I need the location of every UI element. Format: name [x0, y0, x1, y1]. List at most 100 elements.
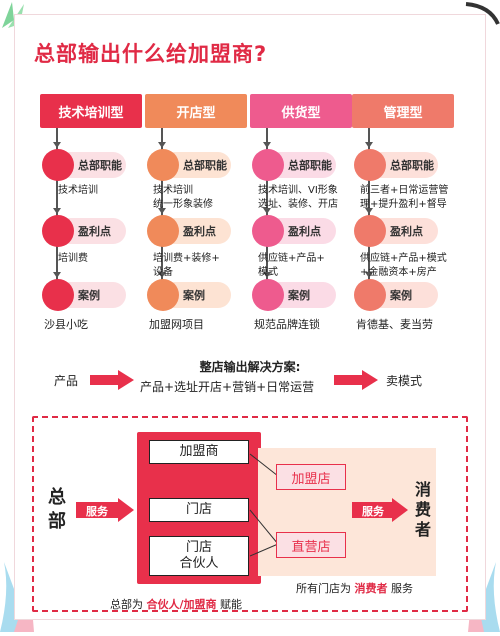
arrow-down-icon [263, 272, 271, 278]
flow-line [56, 128, 58, 300]
store-box: 门店 [149, 498, 249, 522]
service-label-right: 服务 [362, 505, 384, 518]
bullet-dot-icon [354, 149, 386, 181]
profit-line: 模式 [258, 267, 278, 278]
footer-right: 所有门店为 消费者 服务 [296, 582, 413, 595]
footer-left: 总部为 合伙人/加盟商 赋能 [110, 598, 243, 611]
profit-line: 供应链+产品+模式 [360, 253, 447, 264]
service-arrow-right [352, 498, 408, 526]
duty-line: 选址、装修、开店 [258, 199, 338, 210]
profit-text: 供应链+产品+模式 +金融资本+房产 [360, 252, 470, 280]
profit-line: +金融资本+房产 [360, 267, 437, 278]
duty-pill: 总部职能 [42, 149, 126, 181]
arrow-down-icon [365, 208, 373, 214]
profit-line: 设备 [153, 267, 173, 278]
duty-pill: 总部职能 [252, 149, 336, 181]
service-arrow-left [76, 498, 134, 526]
bullet-dot-icon [252, 279, 284, 311]
case-text: 规范品牌连锁 [254, 318, 320, 331]
summary-title: 整店输出解决方案: [199, 360, 301, 374]
arrow-down-icon [53, 142, 61, 148]
duty-line: 统一形象装修 [153, 199, 213, 210]
flow-line [266, 128, 268, 300]
pill-label: 案例 [78, 289, 100, 302]
profit-text: 培训费+装修+ 设备 [153, 252, 263, 280]
arrow-down-icon [158, 272, 166, 278]
direct-store-box: 直营店 [276, 532, 346, 558]
column-header: 供货型 [250, 94, 352, 128]
arrow-down-icon [365, 142, 373, 148]
pill-label: 总部职能 [78, 159, 122, 172]
bullet-dot-icon [252, 215, 284, 247]
pill-label: 盈利点 [288, 225, 321, 238]
bullet-dot-icon [42, 279, 74, 311]
pill-label: 盈利点 [390, 225, 423, 238]
pill-label: 案例 [183, 289, 205, 302]
bullet-dot-icon [147, 279, 179, 311]
profit-text: 供应链+产品+ 模式 [258, 252, 368, 280]
duty-line: 理+提升盈利+督导 [360, 199, 447, 210]
franchisee-box: 加盟商 [149, 440, 249, 464]
bullet-dot-icon [354, 215, 386, 247]
pill-label: 总部职能 [183, 159, 227, 172]
profit-line: 培训费 [58, 253, 88, 264]
profit-pill: 盈利点 [354, 215, 438, 247]
column-header: 技术培训型 [40, 94, 142, 128]
profit-pill: 盈利点 [147, 215, 231, 247]
flow-line [161, 128, 163, 300]
profit-text: 培训费 [48, 252, 158, 266]
duty-line: 技术培训 [153, 185, 193, 196]
case-pill: 案例 [42, 279, 126, 311]
duty-line: 技术培训、VI形象 [258, 185, 338, 196]
case-pill: 案例 [354, 279, 438, 311]
business-model-box [32, 416, 468, 612]
duty-pill: 总部职能 [354, 149, 438, 181]
column-header: 管理型 [352, 94, 454, 128]
arrow-down-icon [263, 142, 271, 148]
store-partner-box: 门店 合伙人 [149, 536, 249, 576]
arrow-down-icon [158, 142, 166, 148]
pill-label: 总部职能 [390, 159, 434, 172]
page-title: 总部输出什么给加盟商? [34, 42, 268, 66]
duty-pill: 总部职能 [147, 149, 231, 181]
case-pill: 案例 [147, 279, 231, 311]
arrow-down-icon [53, 272, 61, 278]
arrow-down-icon [53, 208, 61, 214]
case-text: 加盟网项目 [149, 318, 204, 331]
summary-left: 产品 [54, 374, 79, 388]
arrow-right-icon [90, 370, 134, 394]
pill-label: 盈利点 [183, 225, 216, 238]
bullet-dot-icon [147, 149, 179, 181]
bullet-dot-icon [42, 215, 74, 247]
arrow-right-icon [334, 370, 378, 394]
bullet-dot-icon [42, 149, 74, 181]
summary-middle: 产品+选址开店+营销+日常运营 [140, 380, 315, 394]
duty-line: 技术培训 [58, 185, 98, 196]
service-label-left: 服务 [86, 505, 108, 518]
duty-line: 前三者+日常运营管 [360, 185, 449, 196]
duty-text: 技术培训、VI形象选址、装修、开店 [258, 184, 368, 212]
profit-line: 供应链+产品+ [258, 253, 325, 264]
decoration-top-right [460, 0, 500, 30]
pill-label: 案例 [390, 289, 412, 302]
pill-label: 总部职能 [288, 159, 332, 172]
summary-right: 卖模式 [386, 374, 423, 388]
connector-lines [249, 453, 279, 557]
bullet-dot-icon [147, 215, 179, 247]
case-text: 肯德基、麦当劳 [356, 318, 433, 331]
duty-text: 前三者+日常运营管理+提升盈利+督导 [360, 184, 470, 212]
case-text: 沙县小吃 [44, 318, 88, 331]
case-pill: 案例 [252, 279, 336, 311]
arrow-down-icon [263, 208, 271, 214]
pill-label: 盈利点 [78, 225, 111, 238]
franchise-store-box: 加盟店 [276, 464, 346, 490]
profit-pill: 盈利点 [42, 215, 126, 247]
duty-text: 技术培训 [48, 184, 158, 198]
consumer-label: 消费者 [414, 480, 431, 539]
bullet-dot-icon [252, 149, 284, 181]
bullet-dot-icon [354, 279, 386, 311]
profit-line: 培训费+装修+ [153, 253, 220, 264]
pill-label: 案例 [288, 289, 310, 302]
arrow-down-icon [365, 272, 373, 278]
flow-line [368, 128, 370, 300]
